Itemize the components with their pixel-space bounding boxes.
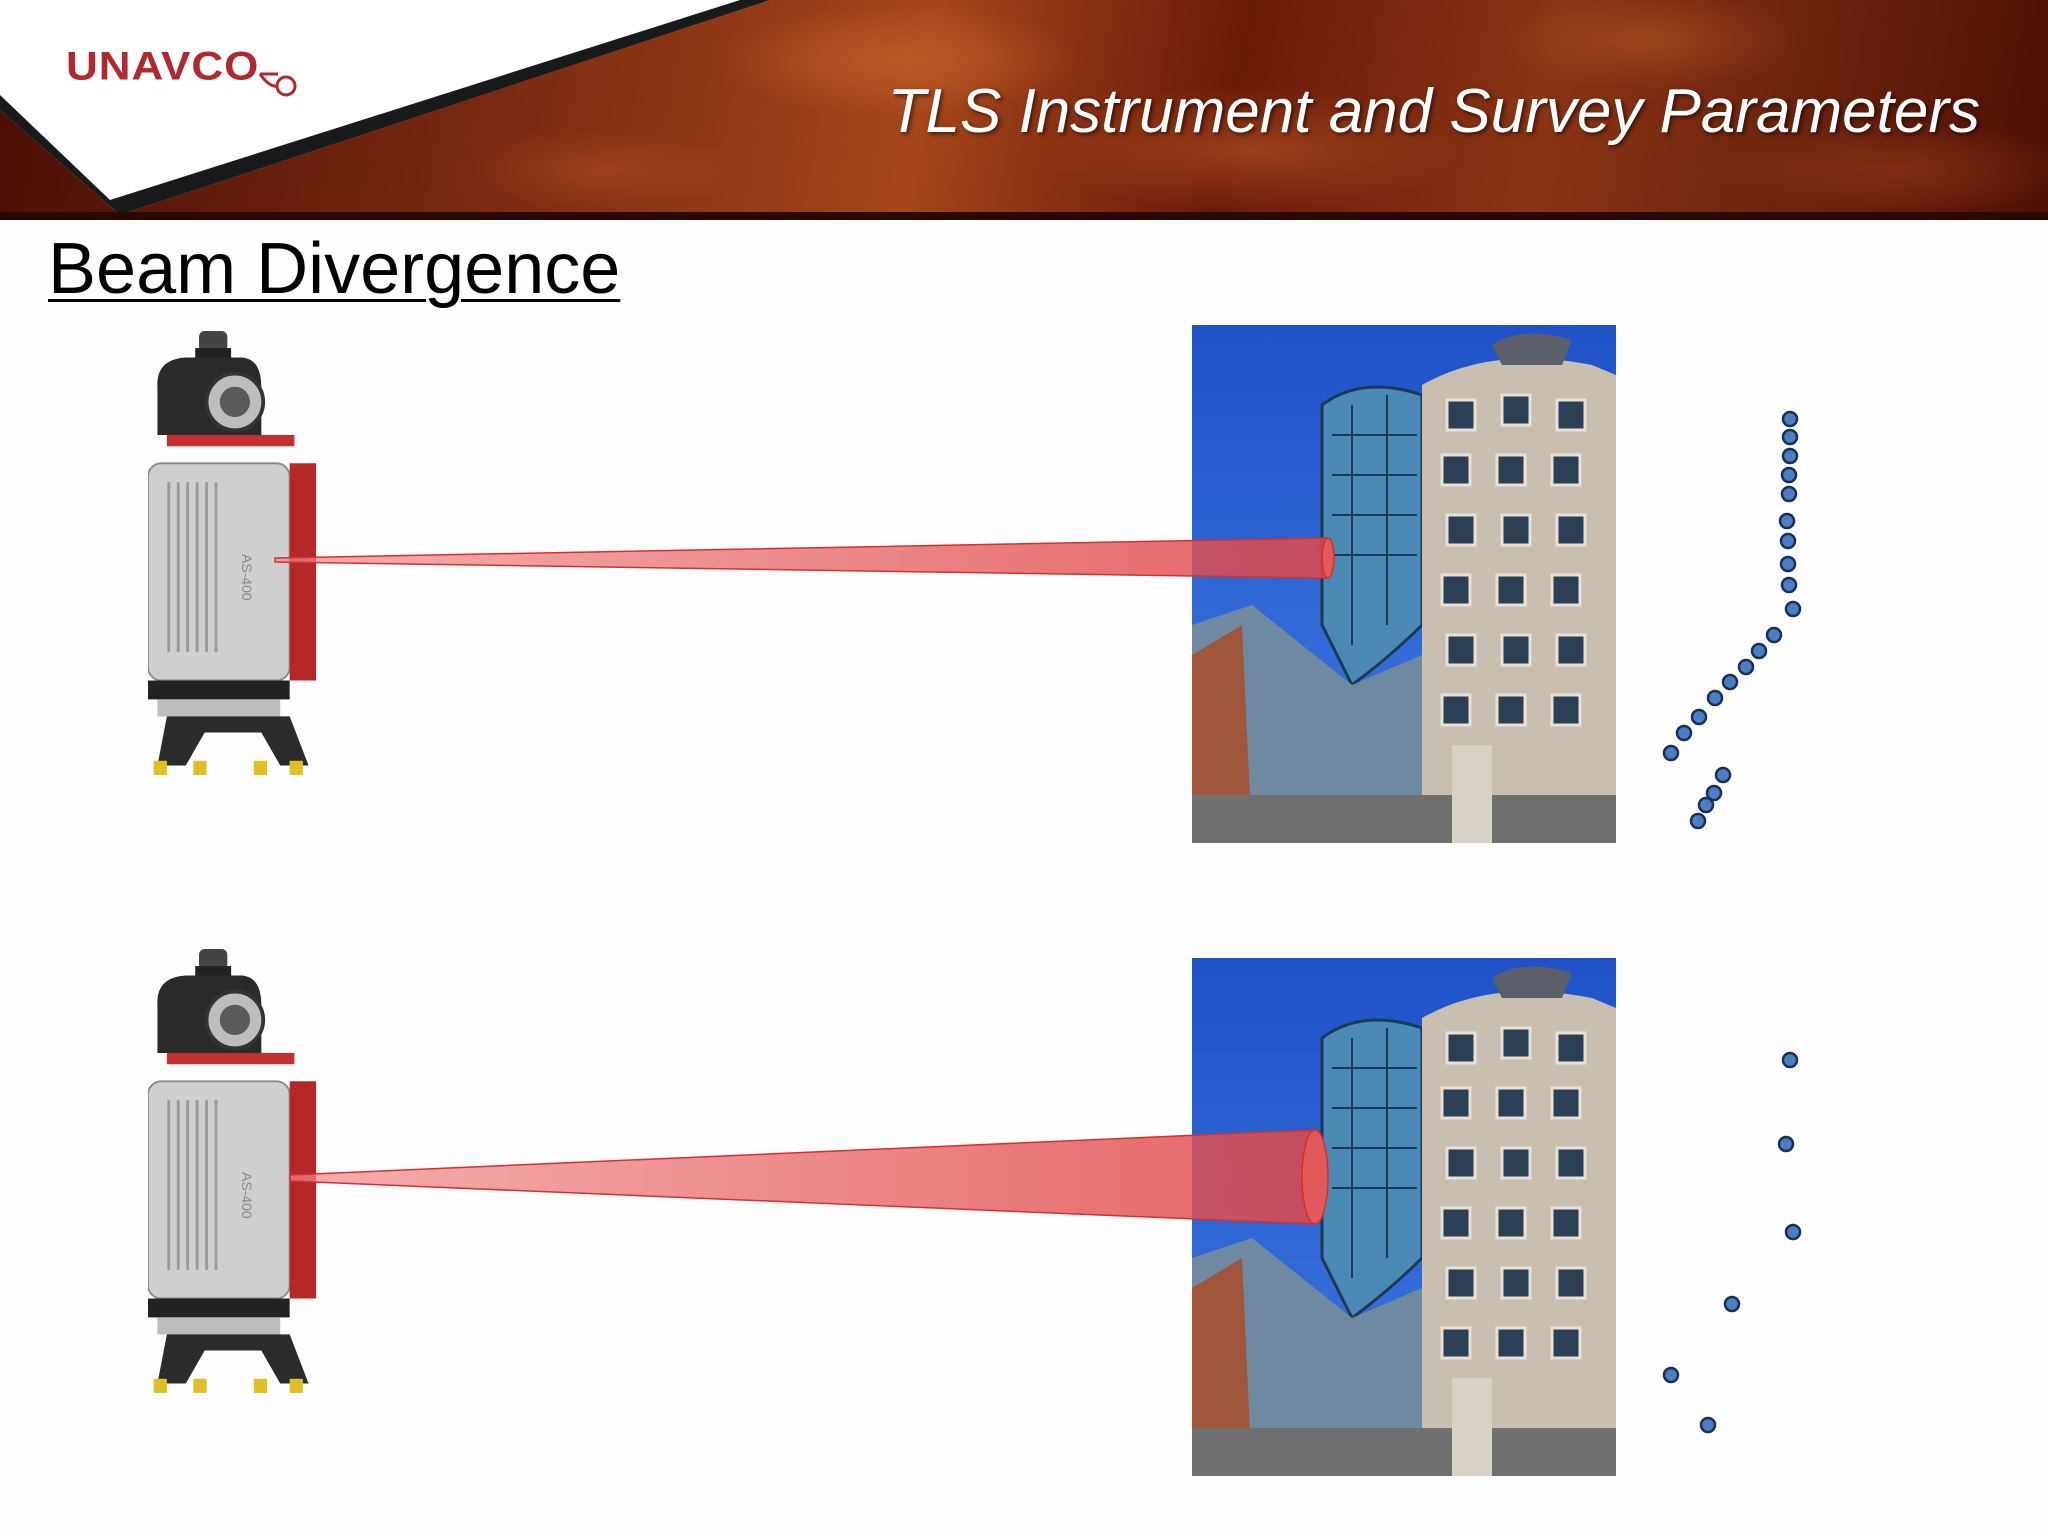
- scan-point: [1714, 766, 1732, 784]
- scan-point: [1699, 1416, 1717, 1434]
- scan-point: [1781, 410, 1799, 428]
- scan-point: [1779, 555, 1797, 573]
- scan-point: [1662, 744, 1680, 762]
- scan-point: [1675, 724, 1693, 742]
- scan-point: [1779, 532, 1797, 550]
- laser-scanner-top: AS-400: [148, 329, 318, 777]
- section-heading: Beam Divergence: [48, 229, 621, 309]
- scan-point: [1750, 642, 1768, 660]
- target-building-photo-bottom: [1192, 958, 1616, 1476]
- scan-point: [1780, 576, 1798, 594]
- scanner-model-label: AS-400: [239, 554, 255, 601]
- scan-point: [1778, 512, 1796, 530]
- scan-point: [1781, 447, 1799, 465]
- logo-key-icon: [258, 72, 297, 97]
- scan-point: [1706, 689, 1724, 707]
- scan-point: [1705, 784, 1723, 802]
- scan-point: [1781, 428, 1799, 446]
- banner-wedge-shape: [0, 0, 2048, 220]
- unavco-logo: UNAVCO: [66, 44, 260, 89]
- header-banner: UNAVCO TLS Instrument and Survey Paramet…: [0, 0, 2048, 220]
- scan-point: [1765, 626, 1783, 644]
- scanner-model-label: AS-400: [239, 1172, 255, 1219]
- slide-title: TLS Instrument and Survey Parameters: [887, 77, 1980, 146]
- scan-point: [1690, 708, 1708, 726]
- scan-point: [1777, 1135, 1795, 1153]
- scan-point: [1781, 1051, 1799, 1069]
- scan-point: [1780, 485, 1798, 503]
- scan-point: [1784, 600, 1802, 618]
- laser-scanner-bottom: AS-400: [148, 947, 318, 1395]
- scan-point: [1662, 1366, 1680, 1384]
- scan-point: [1721, 673, 1739, 691]
- target-building-photo-top: [1192, 325, 1616, 843]
- scan-point: [1780, 466, 1798, 484]
- scan-point: [1723, 1295, 1741, 1313]
- scan-point: [1737, 658, 1755, 676]
- scan-point: [1689, 812, 1707, 830]
- scan-point: [1697, 796, 1715, 814]
- scan-point: [1784, 1223, 1802, 1241]
